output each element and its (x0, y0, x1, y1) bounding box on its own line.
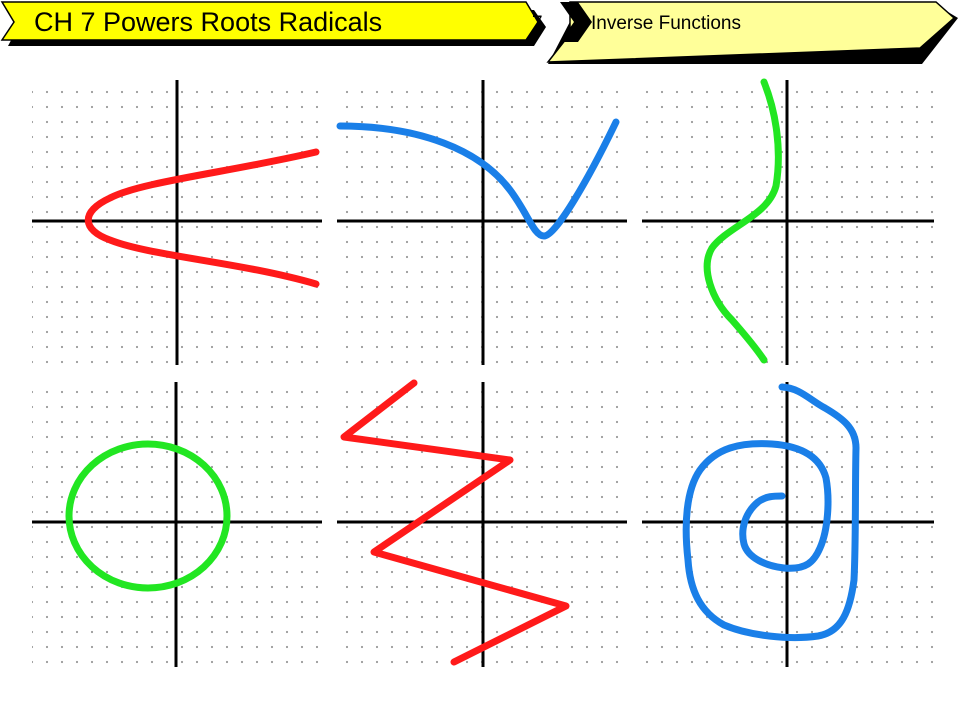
s-curve (703, 78, 782, 364)
title-banner (0, 1, 539, 41)
graph-panel-6 (642, 382, 934, 667)
v-bottom-curve (336, 118, 620, 240)
graph-panel-1 (32, 80, 322, 365)
section-number: 7 (532, 13, 543, 34)
graph-panel-2 (336, 80, 627, 365)
circle-curve (65, 440, 231, 592)
spiral-curve (682, 383, 860, 641)
header-banner (0, 1, 958, 64)
sideways-parabola-curve (84, 148, 320, 288)
graph-panel-4 (32, 382, 322, 667)
section-title: Inverse Functions (591, 13, 741, 34)
zigzag-curve (340, 379, 570, 666)
graph-panel-5 (337, 379, 627, 667)
chapter-title: CH 7 Powers Roots Radicals (34, 7, 383, 37)
graph-panel-3 (642, 78, 934, 365)
separator-arrow (560, 2, 592, 42)
